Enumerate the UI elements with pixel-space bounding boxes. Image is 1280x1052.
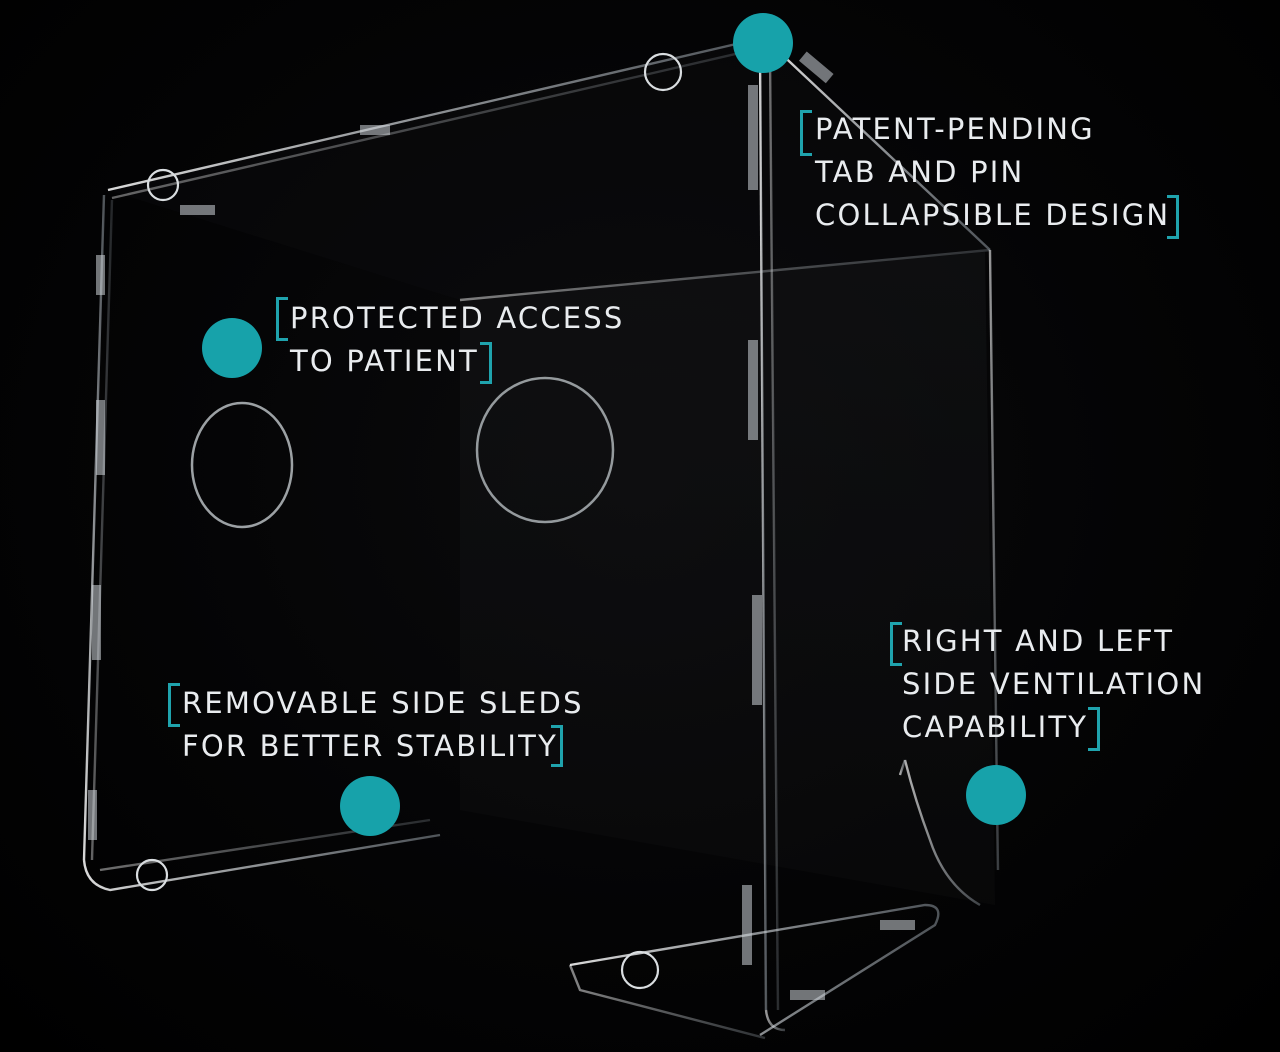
back-panel [460,252,995,905]
pin-bottom-right [620,950,660,990]
tab-joints [88,51,915,1000]
sleds-bracket-close [551,725,563,767]
sleds-line-2: FOR BETTER STABILITY [182,729,558,763]
patent-bracket-open [800,110,812,156]
left-arm-hole [190,401,294,529]
right-arm-hole [475,376,615,524]
access-callout: PROTECTED ACCESS TO PATIENT [290,297,625,383]
marker-dot-ventilation [966,765,1026,825]
locking-pins [135,52,683,990]
patent-callout: PATENT-PENDING TAB AND PIN COLLAPSIBLE D… [815,108,1170,237]
ventilation-bracket-close [1088,707,1100,751]
ventilation-bracket-open [890,622,902,666]
patent-line-2: TAB AND PIN [815,155,1025,189]
marker-dot-sleds [340,776,400,836]
ventilation-line-2: SIDE VENTILATION [902,667,1206,701]
sleds-line-1: REMOVABLE SIDE SLEDS [182,686,584,720]
marker-dot-access [202,318,262,378]
sleds-callout: REMOVABLE SIDE SLEDS FOR BETTER STABILIT… [182,682,584,768]
patent-bracket-close [1167,195,1179,239]
pin-bottom-left [135,858,169,892]
access-bracket-open [276,297,288,341]
patent-line-1: PATENT-PENDING [815,112,1095,146]
ventilation-line-1: RIGHT AND LEFT [902,624,1175,658]
access-line-2: TO PATIENT [290,344,479,378]
marker-dot-patent [733,13,793,73]
pin-top-right [643,52,683,92]
ventilation-callout: RIGHT AND LEFT SIDE VENTILATION CAPABILI… [902,620,1205,749]
patent-line-3: COLLAPSIBLE DESIGN [815,198,1171,232]
access-line-1: PROTECTED ACCESS [290,301,625,335]
pin-top-left [146,168,180,202]
access-bracket-close [480,342,492,384]
arm-access-holes [190,376,615,529]
sleds-bracket-open [168,683,180,727]
ventilation-line-3: CAPABILITY [902,710,1089,744]
